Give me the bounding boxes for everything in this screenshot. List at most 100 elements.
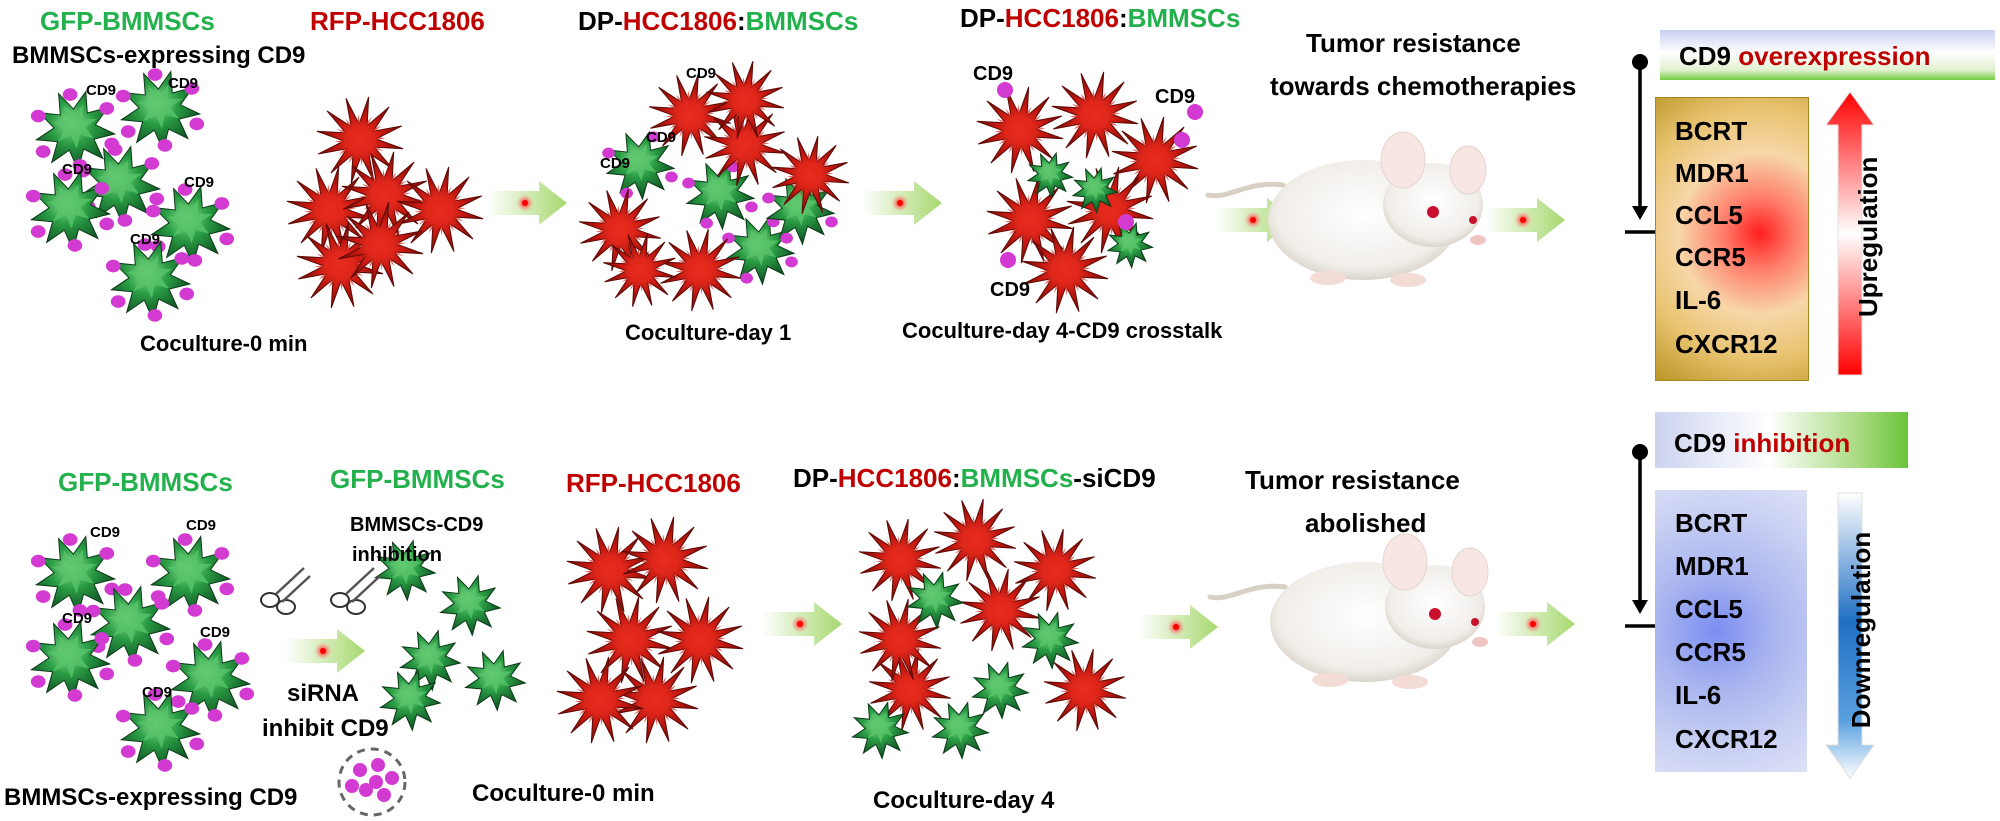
scissors-icon — [330, 567, 381, 615]
tumor-cell — [858, 518, 942, 602]
cd9-marker — [57, 168, 73, 181]
tumor-cell — [1013, 528, 1097, 612]
cd9-marker — [700, 217, 713, 229]
bmmsc-cell — [165, 638, 255, 722]
cd9-marker — [94, 632, 110, 645]
downregulation-arrow — [1825, 492, 1875, 779]
cd9-marker — [85, 604, 101, 618]
gene-label: BCRT — [1675, 116, 1748, 146]
cd9-marker — [179, 287, 195, 301]
cd9-marker — [30, 225, 46, 238]
cd9-tag: CD9 — [62, 610, 93, 627]
cd9-marker — [99, 667, 115, 681]
process-arrow — [285, 629, 365, 673]
cd9-marker — [62, 88, 78, 101]
cd9-marker — [137, 238, 153, 251]
bmmsc-cell — [1106, 221, 1155, 270]
cd9-marker — [170, 695, 186, 708]
bmmsc-cell — [30, 533, 120, 617]
cd9-marker — [762, 192, 775, 204]
cd9-marker — [197, 638, 213, 651]
bmmsc-cell — [145, 533, 235, 617]
tumor-cell — [556, 656, 644, 744]
dp-bmmscs: BMMSCs — [1127, 3, 1241, 33]
top-dp-label-1: DP-HCC1806:BMMSCs — [578, 8, 858, 34]
downregulated-genes-box — [1655, 490, 1807, 772]
cd9-marker — [67, 689, 83, 702]
tumor-cell — [1051, 71, 1139, 159]
cd9-marker — [214, 197, 230, 210]
banner-prefix: CD9 — [1679, 41, 1739, 71]
process-arrow — [862, 181, 942, 225]
bottom-coculture-day4-label: Coculture-day 4 — [873, 787, 1055, 814]
cd9-marker — [184, 702, 200, 715]
cd9-marker — [214, 547, 230, 560]
cd9-marker — [25, 189, 41, 203]
cd9-marker — [997, 82, 1013, 98]
sirna-line1: siRNA — [287, 680, 360, 707]
cd9-marker — [30, 109, 46, 123]
bmmsc-cell — [115, 688, 205, 772]
top-tumor-resistance-line1: Tumor resistance — [1306, 28, 1521, 58]
dp-bmmscs: BMMSCs — [960, 463, 1074, 493]
bottom-coculture-0min-label: Coculture-0 min — [472, 780, 655, 807]
cd9-marker — [177, 183, 193, 196]
bmmsc-cell — [1026, 151, 1075, 200]
process-arrow — [1138, 605, 1218, 649]
bmmsc-cell — [145, 183, 235, 267]
top-coculture-0min-label: Coculture-0 min — [140, 331, 308, 356]
cd9-marker — [189, 737, 205, 751]
bmmsc-cell — [970, 661, 1030, 720]
dp-hcc: HCC1806 — [622, 6, 737, 36]
cd9-marker — [145, 554, 161, 568]
gene-label: CCR5 — [1675, 242, 1746, 272]
sirna-particle — [345, 779, 359, 793]
cd9-marker — [682, 177, 695, 189]
cd9-marker — [1187, 104, 1203, 120]
cd9-marker — [115, 89, 131, 103]
tumor-cell — [656, 596, 744, 684]
cd9-tag: CD9 — [186, 517, 217, 534]
tumor-cell — [603, 233, 677, 307]
cd9-marker — [234, 652, 250, 665]
cd9-marker — [105, 259, 121, 273]
cd9-marker — [165, 659, 181, 673]
upregulated-genes-box — [1655, 97, 1809, 381]
gene-label: CCL5 — [1675, 594, 1743, 624]
cd9-marker — [144, 157, 160, 170]
tumor-cell — [706, 61, 784, 139]
cd9-marker — [99, 102, 115, 115]
sirna-particles-icon — [337, 747, 407, 817]
cd9-marker — [665, 171, 678, 183]
dp-prefix: DP- — [578, 6, 623, 36]
tumor-cell — [771, 136, 849, 214]
cd9-marker — [147, 309, 163, 322]
process-arrows — [285, 181, 1575, 673]
bmmsc-cell — [105, 238, 195, 322]
cd9-marker — [1118, 214, 1134, 230]
dp-hcc: HCC1806 — [1004, 3, 1119, 33]
cd9-marker — [30, 675, 46, 688]
banner-highlight: inhibition — [1733, 428, 1851, 458]
cd9-marker — [72, 604, 88, 617]
bmmsc-cell — [439, 574, 502, 637]
bmmsc-cell — [399, 629, 462, 692]
cd9-tag: CD9 — [142, 684, 173, 701]
bmmscs-cd9-inhibition-line1: BMMSCs-CD9 — [350, 514, 484, 536]
cd9-marker — [187, 254, 203, 267]
sirna-particle — [377, 788, 391, 802]
tumor-cell — [976, 86, 1064, 174]
gene-label: MDR1 — [1675, 158, 1749, 188]
dp-prefix: DP- — [960, 3, 1005, 33]
cd9-marker — [177, 533, 193, 546]
cd9-marker — [127, 654, 143, 667]
cd9-marker — [67, 239, 83, 252]
cd9-marker — [115, 709, 131, 723]
cd9-marker — [189, 117, 205, 131]
cd9-marker — [219, 232, 235, 246]
bmmsc-cell — [30, 88, 120, 172]
cd9-marker — [1000, 252, 1016, 268]
cd9-inhibition-banner — [1655, 412, 1908, 468]
tumor-cell — [868, 648, 952, 732]
